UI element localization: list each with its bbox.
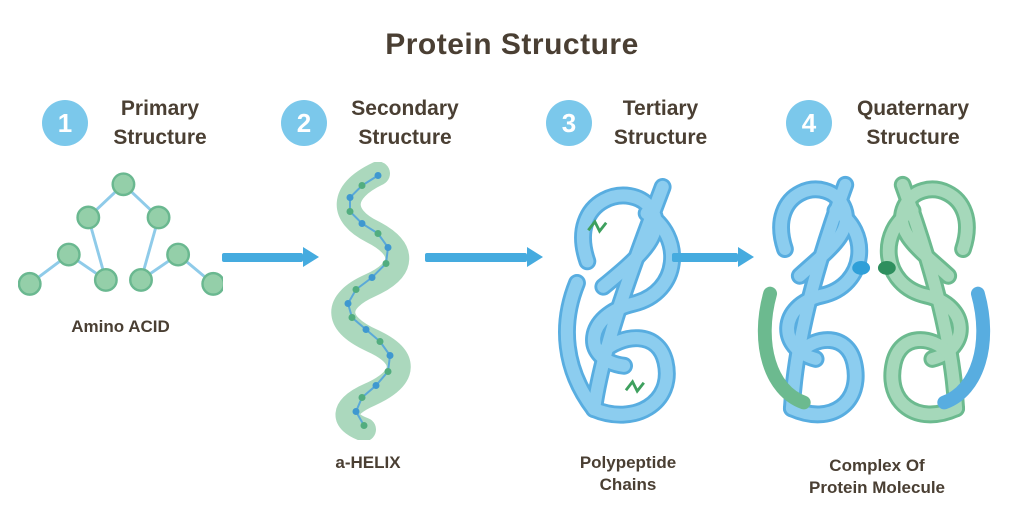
step-2-label-line1: Secondary (351, 97, 459, 120)
helix-dots (344, 172, 394, 429)
step-4-number-badge: 4 (786, 100, 832, 146)
step-4-label-line2: Structure (866, 126, 960, 149)
step-3-caption-line2: Chains (599, 475, 657, 494)
step-4-number: 4 (801, 107, 817, 138)
polypeptide-tangle-icon (558, 178, 682, 424)
arrow-bar (672, 252, 738, 262)
step-1-number: 1 (57, 107, 73, 138)
step-3-number-badge: 3 (546, 100, 592, 146)
step-4-caption-line2: Protein Molecule (808, 478, 946, 497)
step-3-label-line2: Structure (613, 126, 708, 149)
step-2-label: Secondary Structure (330, 94, 480, 152)
step-2-label-line2: Structure (358, 126, 452, 149)
arrow-bar (425, 252, 527, 262)
step-4-label-line1: Quaternary (856, 97, 970, 120)
protein-complex-icon (757, 175, 991, 424)
helix-segment-marks (587, 219, 645, 394)
blue-subunit-ribbon (775, 178, 866, 421)
arrow-right-icon (672, 247, 754, 267)
step-1-label-line2: Structure (113, 126, 207, 149)
step-4-caption: Complex Of Protein Molecule (782, 455, 972, 499)
green-accent-strand (757, 286, 811, 410)
arrow-head (738, 247, 754, 267)
blue-ligand-dot (852, 260, 871, 275)
step-2-caption: a-HELIX (298, 452, 438, 474)
arrow-right-icon (425, 247, 543, 267)
step-1-caption: Amino ACID (38, 316, 203, 338)
step-2-number: 2 (296, 107, 312, 138)
blue-accent-strand (937, 286, 991, 410)
step-2-number-badge: 2 (281, 100, 327, 146)
arrow-head (527, 247, 543, 267)
step-1-number-badge: 1 (42, 100, 88, 146)
step-3-caption-line1: Polypeptide (579, 453, 677, 472)
arrow-head (303, 247, 319, 267)
step-4-caption-line1: Complex Of (829, 456, 925, 475)
step-2-caption-line1: a-HELIX (335, 453, 401, 472)
amino-beads (18, 172, 223, 296)
step-3-number: 3 (561, 107, 577, 138)
step-3-label-line1: Tertiary (622, 97, 699, 120)
step-3-caption: Polypeptide Chains (553, 452, 703, 496)
tangle-ribbon (560, 180, 679, 421)
amino-chain-line (28, 182, 215, 286)
step-1-label-line1: Primary (120, 97, 200, 120)
step-1-label: Primary Structure (95, 94, 225, 152)
green-subunit-ribbon (882, 178, 973, 421)
step-1-caption-line1: Amino ACID (71, 317, 170, 336)
step-3-label: Tertiary Structure (593, 94, 728, 152)
amino-acid-chain-icon (18, 172, 223, 296)
step-4-label: Quaternary Structure (833, 94, 993, 152)
arrow-right-icon (222, 247, 319, 267)
arrow-bar (222, 252, 303, 262)
alpha-helix-icon (331, 162, 411, 440)
green-ligand-dot (877, 260, 896, 275)
diagram-title: Protein Structure (385, 28, 639, 61)
